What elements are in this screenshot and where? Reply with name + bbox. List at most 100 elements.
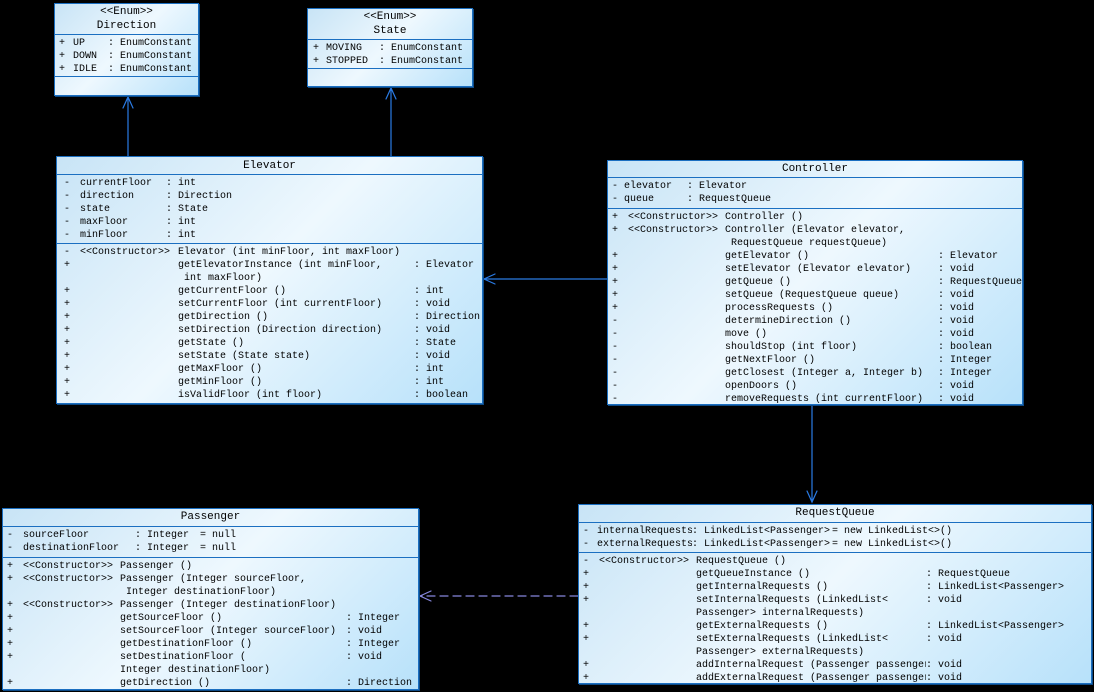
attributes-compartment: -currentFloor: int-direction: Direction-… [57, 174, 482, 243]
visibility-marker: + [612, 289, 619, 301]
method-row: +setQueue (RequestQueue queue): void [608, 289, 1022, 302]
visibility-marker: - [612, 380, 619, 392]
class-requestqueue[interactable]: RequestQueue-internalRequests: LinkedLis… [578, 504, 1092, 684]
attribute-type: : EnumConstant [379, 56, 464, 67]
visibility-marker: + [612, 302, 619, 314]
visibility-marker: + [7, 599, 14, 611]
operations-compartment: -<<Constructor>>RequestQueue ()+getQueue… [579, 552, 1091, 683]
method-signature: getDestinationFloor () [120, 638, 253, 650]
visibility-marker: + [64, 364, 71, 375]
return-type: : void [346, 651, 383, 663]
method-row: +getState (): State [57, 337, 482, 350]
attribute-name: state [80, 204, 111, 215]
operations-compartment: +<<Constructor>>Passenger ()+<<Construct… [3, 556, 418, 689]
arrow-elevator-to-state[interactable] [385, 86, 397, 157]
visibility-marker: + [583, 582, 590, 594]
class-direction[interactable]: <<Enum>>Direction+UP: EnumConstant+DOWN:… [54, 3, 199, 96]
class-title: <<Enum>>State [308, 9, 472, 39]
attribute-name: DOWN [73, 51, 98, 62]
constructor-stereotype: <<Constructor>> [80, 247, 171, 258]
attribute-type: : LinkedList<Passenger> [692, 525, 831, 537]
visibility-marker: - [64, 204, 71, 215]
constructor-stereotype [23, 612, 120, 625]
method-signature: Integer destinationFloor) [120, 586, 277, 598]
method-row: Passenger> internalRequests) [579, 607, 1091, 620]
visibility-marker: + [7, 677, 14, 689]
return-type [346, 586, 418, 599]
visibility-marker: + [583, 621, 590, 633]
constructor-stereotype: <<Constructor>> [23, 599, 114, 611]
visibility-marker: + [7, 573, 14, 585]
visibility-marker: + [583, 569, 590, 581]
attribute-name: elevator [624, 180, 673, 192]
constructor-stereotype [628, 302, 725, 315]
method-signature: getMaxFloor () [178, 364, 263, 375]
visibility-marker [7, 664, 23, 677]
arrow-requestqueue-to-passenger[interactable] [418, 590, 579, 602]
visibility-marker: + [64, 377, 71, 388]
visibility-marker: + [64, 312, 71, 323]
return-type [346, 560, 418, 573]
attribute-name: STOPPED [326, 56, 369, 67]
return-type [926, 646, 1091, 659]
constructor-stereotype [23, 664, 120, 677]
attribute-row: -sourceFloor: Integer= null [3, 529, 418, 542]
class-name: Passenger [180, 511, 241, 524]
arrow-elevator-to-direction[interactable] [122, 95, 134, 157]
return-type: : State [414, 338, 457, 349]
visibility-marker: - [583, 538, 590, 550]
visibility-marker [612, 237, 628, 250]
return-type: : Integer [938, 354, 993, 366]
method-signature: setExternalRequests (LinkedList< [696, 634, 889, 646]
constructor-stereotype [599, 568, 696, 581]
method-signature: getElevator () [725, 250, 810, 262]
class-elevator[interactable]: Elevator-currentFloor: int-direction: Di… [56, 156, 483, 404]
return-type [938, 224, 1022, 237]
attribute-name: internalRequests [597, 525, 692, 537]
constructor-stereotype [80, 285, 178, 298]
attribute-default: = null [200, 529, 237, 541]
visibility-marker: + [583, 595, 590, 607]
return-type: : void [938, 315, 975, 327]
arrow-controller-to-requestqueue[interactable] [806, 404, 818, 504]
method-signature: setInternalRequests (LinkedList< [696, 595, 889, 607]
arrow-controller-to-elevator[interactable] [482, 273, 608, 285]
method-row: +getElevatorInstance (int minFloor,: Ele… [57, 259, 482, 272]
constructor-stereotype [599, 594, 696, 607]
method-signature: setState (State state) [178, 351, 311, 362]
method-signature: getCurrentFloor () [178, 286, 287, 297]
visibility-marker: + [7, 560, 14, 572]
attribute-row: +MOVING: EnumConstant [308, 42, 472, 55]
visibility-marker: - [583, 556, 590, 568]
attribute-type: : LinkedList<Passenger> [692, 538, 831, 550]
method-row: +setExternalRequests (LinkedList<: void [579, 633, 1091, 646]
return-type: : void [926, 673, 963, 683]
method-row: -getNextFloor (): Integer [608, 354, 1022, 367]
visibility-marker [583, 646, 599, 659]
class-state[interactable]: <<Enum>>State+MOVING: EnumConstant+STOPP… [307, 8, 473, 87]
method-signature: setDestinationFloor ( [120, 651, 247, 663]
method-signature: Passenger (Integer sourceFloor, [120, 573, 307, 585]
return-type: : boolean [414, 390, 469, 401]
attribute-name: maxFloor [80, 217, 129, 228]
method-signature: setCurrentFloor (int currentFloor) [178, 299, 383, 310]
method-row: +setSourceFloor (Integer sourceFloor): v… [3, 625, 418, 638]
visibility-marker: + [583, 634, 590, 646]
visibility-marker: + [64, 351, 71, 362]
constructor-stereotype: <<Constructor>> [599, 556, 690, 568]
attribute-type: : Direction [166, 191, 233, 202]
class-controller[interactable]: Controller-elevator: Elevator-queue: Req… [607, 160, 1023, 405]
method-row: -removeRequests (int currentFloor): void [608, 393, 1022, 404]
constructor-stereotype [628, 250, 725, 263]
class-title: Controller [608, 161, 1022, 177]
method-row: +addExternalRequest (Passenger passenger… [579, 672, 1091, 683]
method-signature: Passenger> internalRequests) [696, 608, 865, 620]
method-row: -move (): void [608, 328, 1022, 341]
class-passenger[interactable]: Passenger-sourceFloor: Integer= null-des… [2, 508, 419, 690]
method-row: -openDoors (): void [608, 380, 1022, 393]
constructor-stereotype [80, 363, 178, 376]
attribute-default: = new LinkedList<>() [832, 538, 953, 550]
constructor-stereotype [23, 586, 120, 599]
constructor-stereotype [80, 259, 178, 272]
